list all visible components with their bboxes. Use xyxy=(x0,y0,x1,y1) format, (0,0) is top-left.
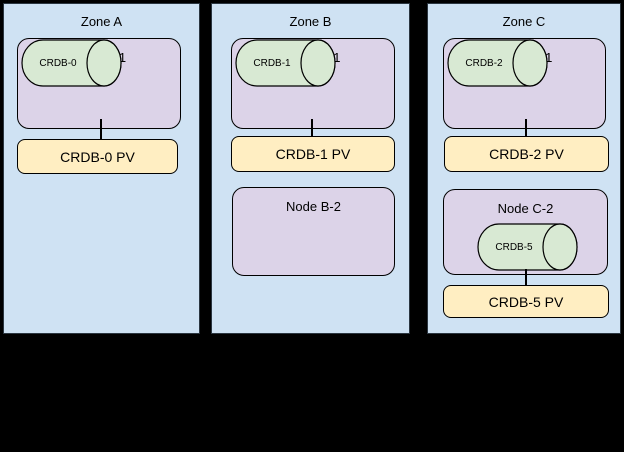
node-a-1: Node A-1 CRDB-0 xyxy=(17,38,181,129)
node-b-2-label: Node B-2 xyxy=(286,199,341,214)
crdb-5-cylinder-icon: CRDB-5 xyxy=(474,223,578,271)
connector-crdb5-to-pv xyxy=(525,269,527,286)
node-c-2-label: Node C-2 xyxy=(497,201,554,216)
crdb-1-pv-label: CRDB-1 PV xyxy=(275,146,351,162)
crdb-2-pv: CRDB-2 PV xyxy=(444,136,609,172)
crdb-2-label: CRDB-2 xyxy=(465,57,503,69)
crdb-0-pv-label: CRDB-0 PV xyxy=(60,148,135,165)
crdb-2-pv-label: CRDB-2 PV xyxy=(489,146,564,162)
crdb-0-pv: CRDB-0 PV xyxy=(17,139,178,174)
crdb-5-pv-label: CRDB-5 PV xyxy=(488,293,564,310)
zone-b-title: Zone B xyxy=(289,14,332,29)
crdb-1-cylinder-icon: CRDB-1 xyxy=(232,39,336,87)
zone-a-title: Zone A xyxy=(80,14,123,29)
crdb-1-pv: CRDB-1 PV xyxy=(231,136,395,172)
zone-c-title: Zone C xyxy=(502,14,546,29)
crdb-0-cylinder-icon: CRDB-0 xyxy=(18,39,122,87)
crdb-2-cylinder-icon: CRDB-2 xyxy=(444,39,548,87)
crdb-0-label: CRDB-0 xyxy=(39,57,77,69)
zone-b: Zone B Node B-1 CRDB-1 CRDB-1 PV Node B-… xyxy=(211,3,410,334)
node-c-1: Node C-1 CRDB-2 xyxy=(443,38,606,129)
zone-a: Zone A Node A-1 CRDB-0 CRDB-0 PV xyxy=(3,3,200,334)
crdb-5-pv: CRDB-5 PV xyxy=(443,285,609,318)
node-b-2: Node B-2 xyxy=(232,187,395,276)
crdb-5-label: CRDB-5 xyxy=(495,241,533,253)
connector-crdb0-to-pv xyxy=(100,119,102,140)
zone-c: Zone C Node C-1 CRDB-2 CRDB-2 PV Node C-… xyxy=(427,3,621,334)
node-c-2: Node C-2 CRDB-5 xyxy=(443,189,608,275)
connector-crdb1-to-pv xyxy=(311,119,313,137)
crdb-1-label: CRDB-1 xyxy=(253,57,291,69)
connector-crdb2-to-pv xyxy=(525,119,527,137)
node-b-1: Node B-1 CRDB-1 xyxy=(231,38,395,129)
